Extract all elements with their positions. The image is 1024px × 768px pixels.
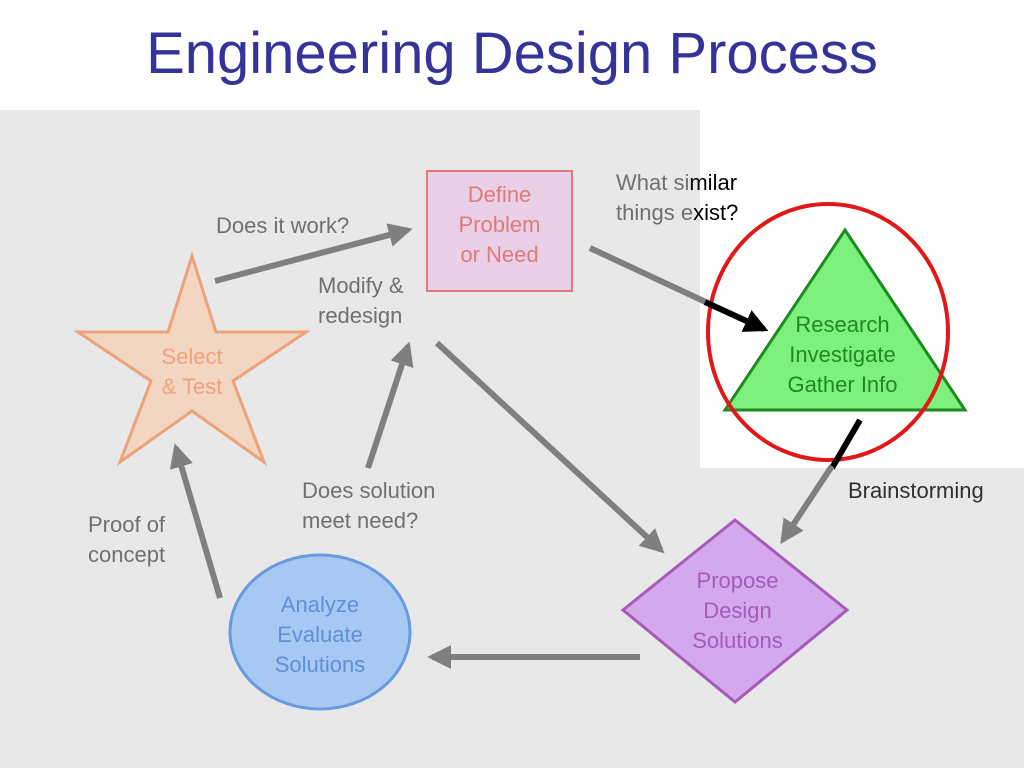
propose-label: Propose Design Solutions [692,568,783,653]
proof-of-concept-label: Proof of concept [88,512,166,567]
arrow-define-to-research [588,245,712,307]
does-solution-label: Does solution meet need? [302,478,436,533]
similar-things-label: What similar things exist? [616,170,739,225]
arrow-analyze-to-define [365,341,414,469]
arrow-define-to-propose [434,340,665,554]
highlight-circle [706,202,950,462]
arrow-define-to-research-head [703,299,769,332]
does-it-work-label: Does it work? [216,213,350,238]
analyze-ellipse [228,553,412,711]
define-problem-label: Define Problem or Need [458,182,541,267]
research-triangle [722,227,968,412]
modify-redesign-label: Modify & redesign [318,273,404,328]
arrow-research-to-propose-head [780,464,835,545]
arrow-select-to-define [214,223,413,284]
define-problem-box [426,170,573,292]
research-label: Research Investigate Gather Info [787,312,898,397]
select-star [73,251,311,467]
select-label: Select & Test [161,344,223,399]
arrow-analyze-to-select [169,443,223,599]
analyze-label: Analyze Evaluate Solutions [274,592,366,677]
propose-diamond [620,518,850,704]
page-title: Engineering Design Process [146,21,878,86]
brainstorming-label: Brainstorming [848,478,984,503]
arrow-research-to-propose [829,418,863,470]
